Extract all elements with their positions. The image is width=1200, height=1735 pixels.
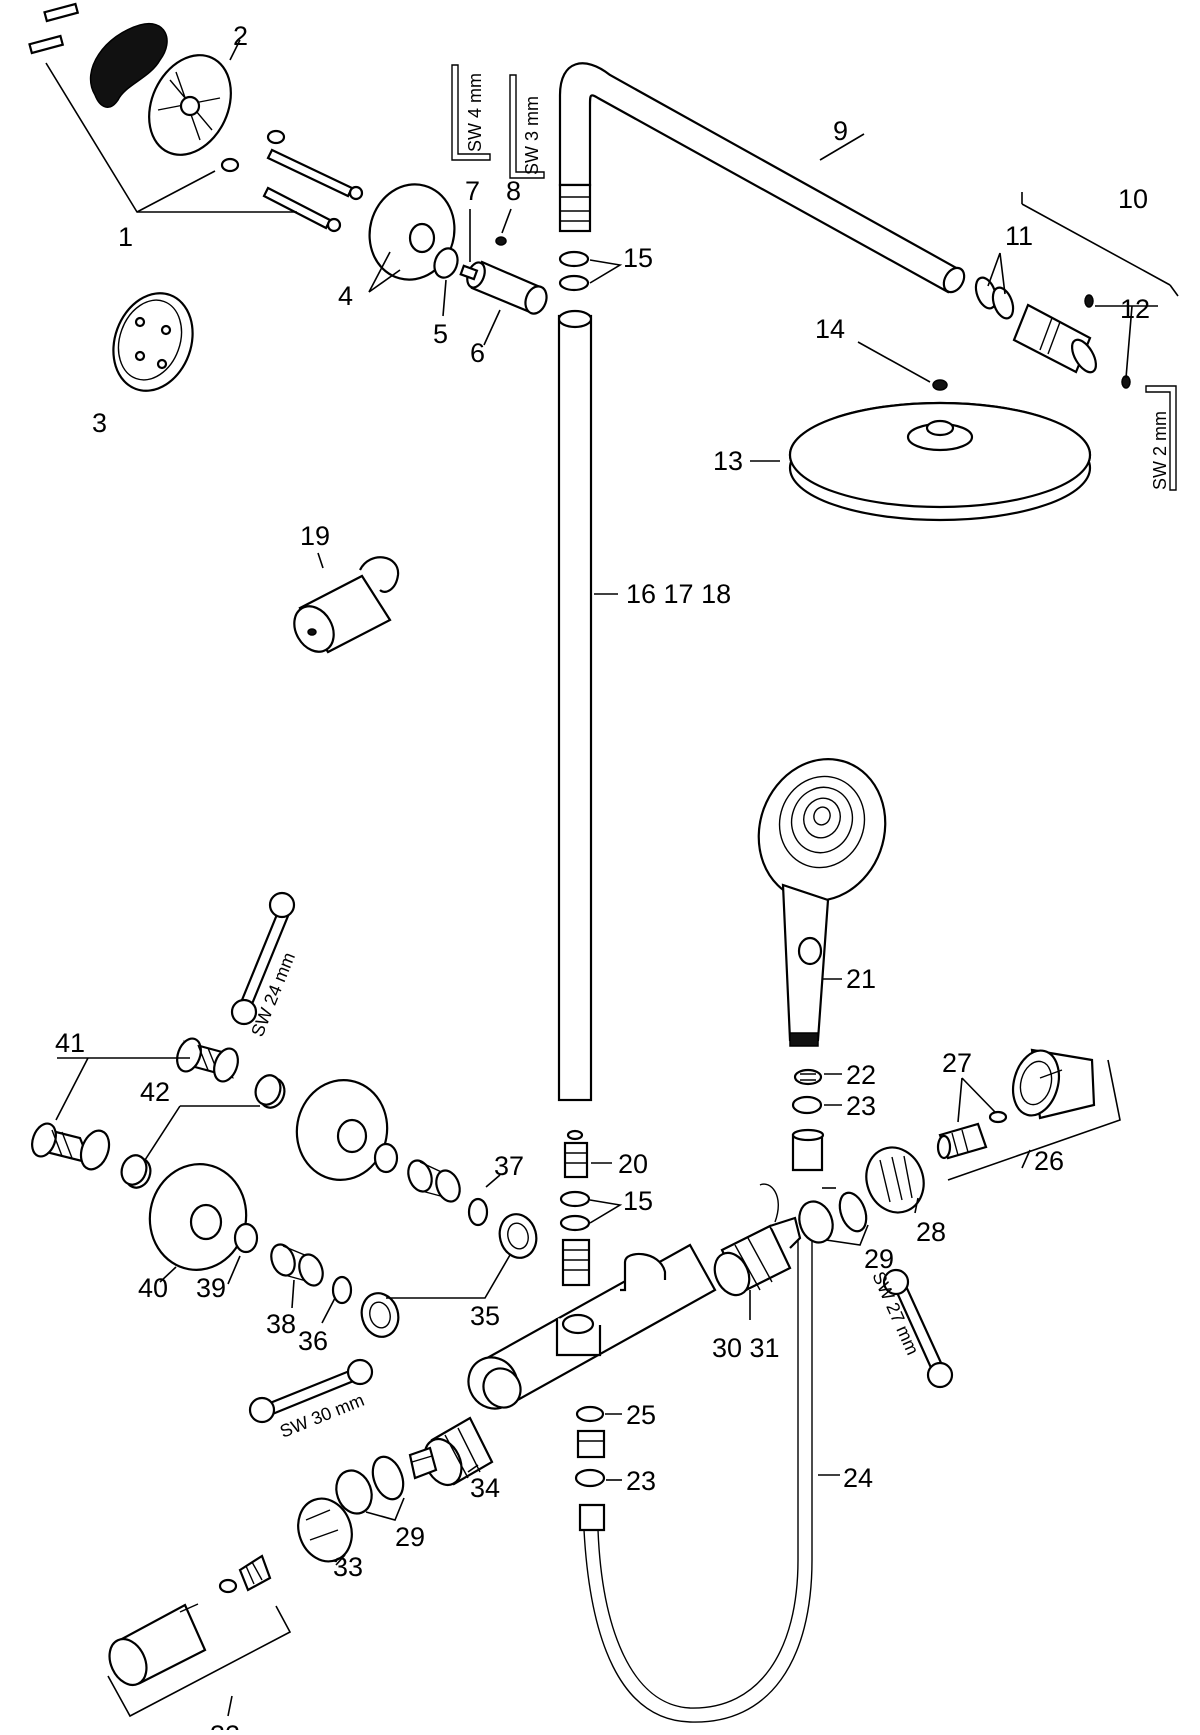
label-part-1: 1 — [118, 222, 133, 252]
label-part-23-top: 23 — [846, 1091, 876, 1121]
hex-key-3mm-icon — [509, 74, 545, 179]
hex-key-2mm-icon — [1145, 385, 1177, 491]
riser-pipe — [557, 309, 593, 1102]
label-part-36: 36 — [298, 1326, 328, 1356]
grub-screw-8 — [495, 236, 507, 246]
cartridge-34 — [408, 1416, 494, 1487]
wall-plugs — [28, 2, 80, 55]
s-union-41 — [31, 1037, 239, 1171]
label-part-10: 10 — [1118, 184, 1148, 214]
label-part-37: 37 — [494, 1151, 524, 1181]
hex-key-4mm-icon — [451, 64, 491, 161]
label-part-11: 11 — [1005, 221, 1033, 251]
label-part-25: 25 — [626, 1400, 656, 1430]
wall-connector — [466, 260, 548, 315]
wall-gasket — [89, 22, 168, 108]
label-part-13: 13 — [713, 446, 743, 476]
wrench-27mm-icon — [882, 1268, 954, 1389]
label-part-39: 39 — [196, 1273, 226, 1303]
hand-shower — [757, 757, 887, 1047]
overhead-shower-head — [788, 379, 1092, 522]
label-part-14: 14 — [815, 314, 845, 344]
label-part-30-31: 30 31 — [712, 1333, 780, 1363]
diverter-28 — [865, 1146, 925, 1214]
wrench-30mm-icon — [248, 1358, 374, 1424]
label-part-29-left: 29 — [395, 1522, 425, 1552]
wall-rosette — [368, 183, 456, 281]
slider — [293, 556, 400, 654]
o-rings-15-top — [558, 250, 590, 292]
nipple-42 — [120, 1074, 286, 1189]
adapter-bottom — [576, 1429, 606, 1459]
label-part-7: 7 — [465, 176, 480, 206]
label-part-28: 28 — [916, 1217, 946, 1247]
o-ring-5 — [433, 247, 459, 279]
label-part-15-top: 15 — [623, 243, 653, 273]
label-part-32: 32 — [210, 1720, 240, 1730]
cartridge-30-31 — [713, 1216, 802, 1297]
tool-label-sw2: SW 2 mm — [1150, 411, 1170, 490]
label-part-38: 38 — [266, 1309, 296, 1339]
label-part-3: 3 — [92, 408, 107, 438]
label-part-6: 6 — [470, 338, 485, 368]
wrench-24mm-icon — [230, 891, 296, 1026]
washer-39 — [233, 1142, 399, 1254]
eccentric-38 — [270, 1159, 461, 1287]
rosette-40-lower — [148, 1163, 248, 1271]
label-part-27: 27 — [942, 1048, 972, 1078]
washer-25 — [575, 1405, 605, 1423]
clip-ring-29-bottom — [335, 1455, 405, 1515]
spindle-27 — [936, 1110, 1008, 1160]
screws — [220, 129, 364, 233]
label-part-9: 9 — [833, 116, 848, 146]
mounting-bracket — [148, 54, 232, 156]
label-part-8: 8 — [506, 176, 521, 206]
tool-label-sw4: SW 4 mm — [465, 73, 485, 152]
label-part-21: 21 — [846, 964, 876, 994]
pin-7 — [459, 264, 479, 281]
label-part-23-bottom: 23 — [626, 1466, 656, 1496]
check-valve-20 — [563, 1129, 589, 1179]
label-part-29-right: 29 — [864, 1244, 894, 1274]
label-part-35: 35 — [470, 1301, 500, 1331]
label-part-20: 20 — [618, 1149, 648, 1179]
label-part-12: 12 — [1120, 294, 1150, 324]
label-part-41: 41 — [55, 1028, 85, 1058]
spindle-32 — [218, 1554, 272, 1594]
cover-plate — [112, 292, 194, 392]
thermostat-body — [467, 1243, 717, 1410]
label-part-26: 26 — [1034, 1146, 1064, 1176]
arm-connector — [974, 276, 1131, 389]
label-part-24: 24 — [843, 1463, 873, 1493]
union-nut-35 — [360, 1213, 538, 1338]
tool-label-sw3: SW 3 mm — [522, 96, 542, 175]
shower-arm — [558, 62, 966, 294]
label-part-15-lower: 15 — [623, 1186, 653, 1216]
label-part-19: 19 — [300, 521, 330, 551]
label-part-33: 33 — [333, 1552, 363, 1582]
washer-23-bottom — [574, 1468, 606, 1488]
strainer-22 — [793, 1068, 823, 1086]
handle-26 — [1011, 1048, 1096, 1120]
clip-ring-29 — [798, 1191, 868, 1244]
handle-32 — [108, 1603, 207, 1687]
label-part-5: 5 — [433, 319, 448, 349]
o-rings-15-lower — [559, 1190, 591, 1232]
rosette-40-upper — [295, 1079, 389, 1181]
temperature-stop-33 — [297, 1497, 353, 1563]
label-part-2: 2 — [233, 21, 248, 51]
label-part-22: 22 — [846, 1060, 876, 1090]
washer-23-top — [791, 1095, 823, 1115]
label-part-4: 4 — [338, 281, 353, 311]
hose-nut-top — [791, 1128, 825, 1172]
connector-nipple — [561, 1238, 591, 1287]
label-part-42: 42 — [140, 1077, 170, 1107]
shower-hose — [578, 1240, 813, 1723]
label-part-34: 34 — [470, 1473, 500, 1503]
label-part-16-17-18: 16 17 18 — [626, 579, 731, 609]
filter-36 — [331, 1197, 489, 1305]
label-part-40: 40 — [138, 1273, 168, 1303]
